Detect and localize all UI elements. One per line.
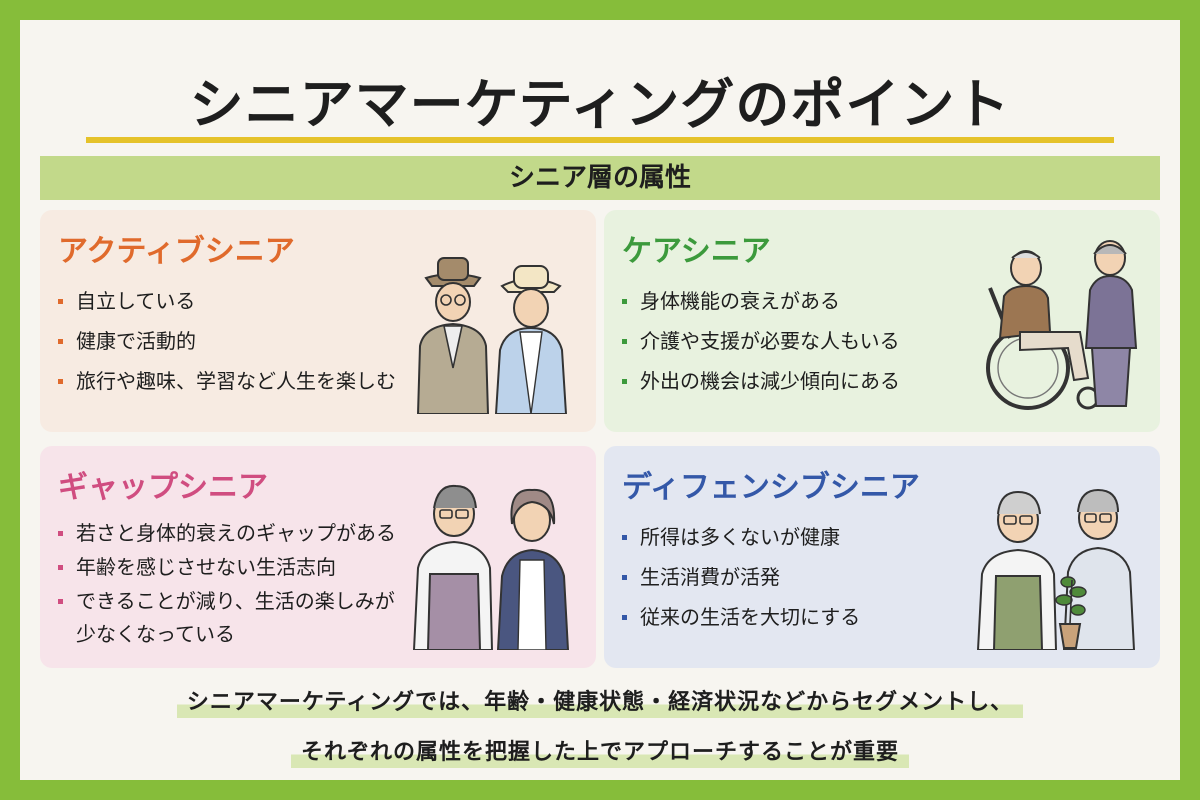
list-item: 身体機能の衰えがある bbox=[622, 288, 900, 315]
card-care-senior: ケアシニア 身体機能の衰えがある 介護や支援が必要な人もいる 外出の機会は減少傾… bbox=[604, 210, 1160, 432]
list-item-continuation: 少なくなっている bbox=[76, 622, 235, 646]
list-item: 従来の生活を大切にする bbox=[622, 604, 860, 631]
summary: シニアマーケティングでは、年齢・健康状態・経済状況などからセグメントし、 それぞ… bbox=[20, 682, 1180, 768]
card-list: 所得は多くないが健康 生活消費が活発 従来の生活を大切にする bbox=[622, 524, 860, 644]
card-gap-senior: ギャップシニア 若さと身体的衰えのギャップがある 年齢を感じさせない生活志向 で… bbox=[40, 446, 596, 668]
bullet-icon bbox=[58, 339, 63, 344]
list-item: 生活消費が活発 bbox=[622, 564, 860, 591]
senior-men-with-plant-illustration bbox=[976, 488, 1136, 650]
card-defensive-senior: ディフェンシブシニア 所得は多くないが健康 生活消費が活発 従来の生活を大切にす… bbox=[604, 446, 1160, 668]
list-item: 外出の機会は減少傾向にある bbox=[622, 368, 900, 395]
list-item: 若さと身体的衰えのギャップがある bbox=[58, 520, 396, 547]
bullet-icon bbox=[58, 531, 63, 536]
list-item: できることが減り、生活の楽しみが bbox=[58, 588, 396, 615]
list-item: 年齢を感じさせない生活志向 bbox=[58, 554, 396, 581]
active-senior-couple-illustration bbox=[416, 257, 568, 414]
bullet-icon bbox=[622, 299, 627, 304]
bullet-icon bbox=[622, 379, 627, 384]
list-item: 介護や支援が必要な人もいる bbox=[622, 328, 900, 355]
card-list: 若さと身体的衰えのギャップがある 年齢を感じさせない生活志向 できることが減り、… bbox=[58, 520, 396, 661]
card-title: ディフェンシブシニア bbox=[622, 470, 920, 505]
card-list: 自立している 健康で活動的 旅行や趣味、学習など人生を楽しむ bbox=[58, 288, 396, 408]
bullet-icon bbox=[622, 535, 627, 540]
page-title: シニアマーケティングのポイント bbox=[189, 73, 1011, 136]
card-title: アクティブシニア bbox=[58, 234, 295, 269]
list-item: 健康で活動的 bbox=[58, 328, 396, 355]
worried-senior-couple-illustration bbox=[412, 484, 570, 650]
list-item: 自立している bbox=[58, 288, 396, 315]
bullet-icon bbox=[622, 575, 627, 580]
list-item: 旅行や趣味、学習など人生を楽しむ bbox=[58, 368, 396, 395]
summary-line-2: それぞれの属性を把握した上でアプローチすることが重要 bbox=[290, 732, 909, 768]
bullet-icon bbox=[622, 339, 627, 344]
bullet-icon bbox=[58, 565, 63, 570]
section-heading: シニア層の属性 bbox=[40, 156, 1160, 200]
bullet-icon bbox=[622, 615, 627, 620]
bullet-icon bbox=[58, 299, 63, 304]
infographic-frame: シニアマーケティングのポイント シニア層の属性 アクティブシニア 自立している … bbox=[20, 20, 1180, 780]
card-title: ケアシニア bbox=[622, 234, 771, 269]
card-list: 身体機能の衰えがある 介護や支援が必要な人もいる 外出の機会は減少傾向にある bbox=[622, 288, 900, 408]
summary-line-1: シニアマーケティングでは、年齢・健康状態・経済状況などからセグメントし、 bbox=[176, 682, 1024, 718]
card-title: ギャップシニア bbox=[58, 470, 268, 505]
bullet-icon bbox=[58, 379, 63, 384]
card-active-senior: アクティブシニア 自立している 健康で活動的 旅行や趣味、学習など人生を楽しむ bbox=[40, 210, 596, 432]
list-item: 所得は多くないが健康 bbox=[622, 524, 860, 551]
bullet-icon bbox=[58, 599, 63, 604]
title-underline bbox=[86, 137, 1114, 143]
wheelchair-care-illustration bbox=[986, 240, 1138, 410]
